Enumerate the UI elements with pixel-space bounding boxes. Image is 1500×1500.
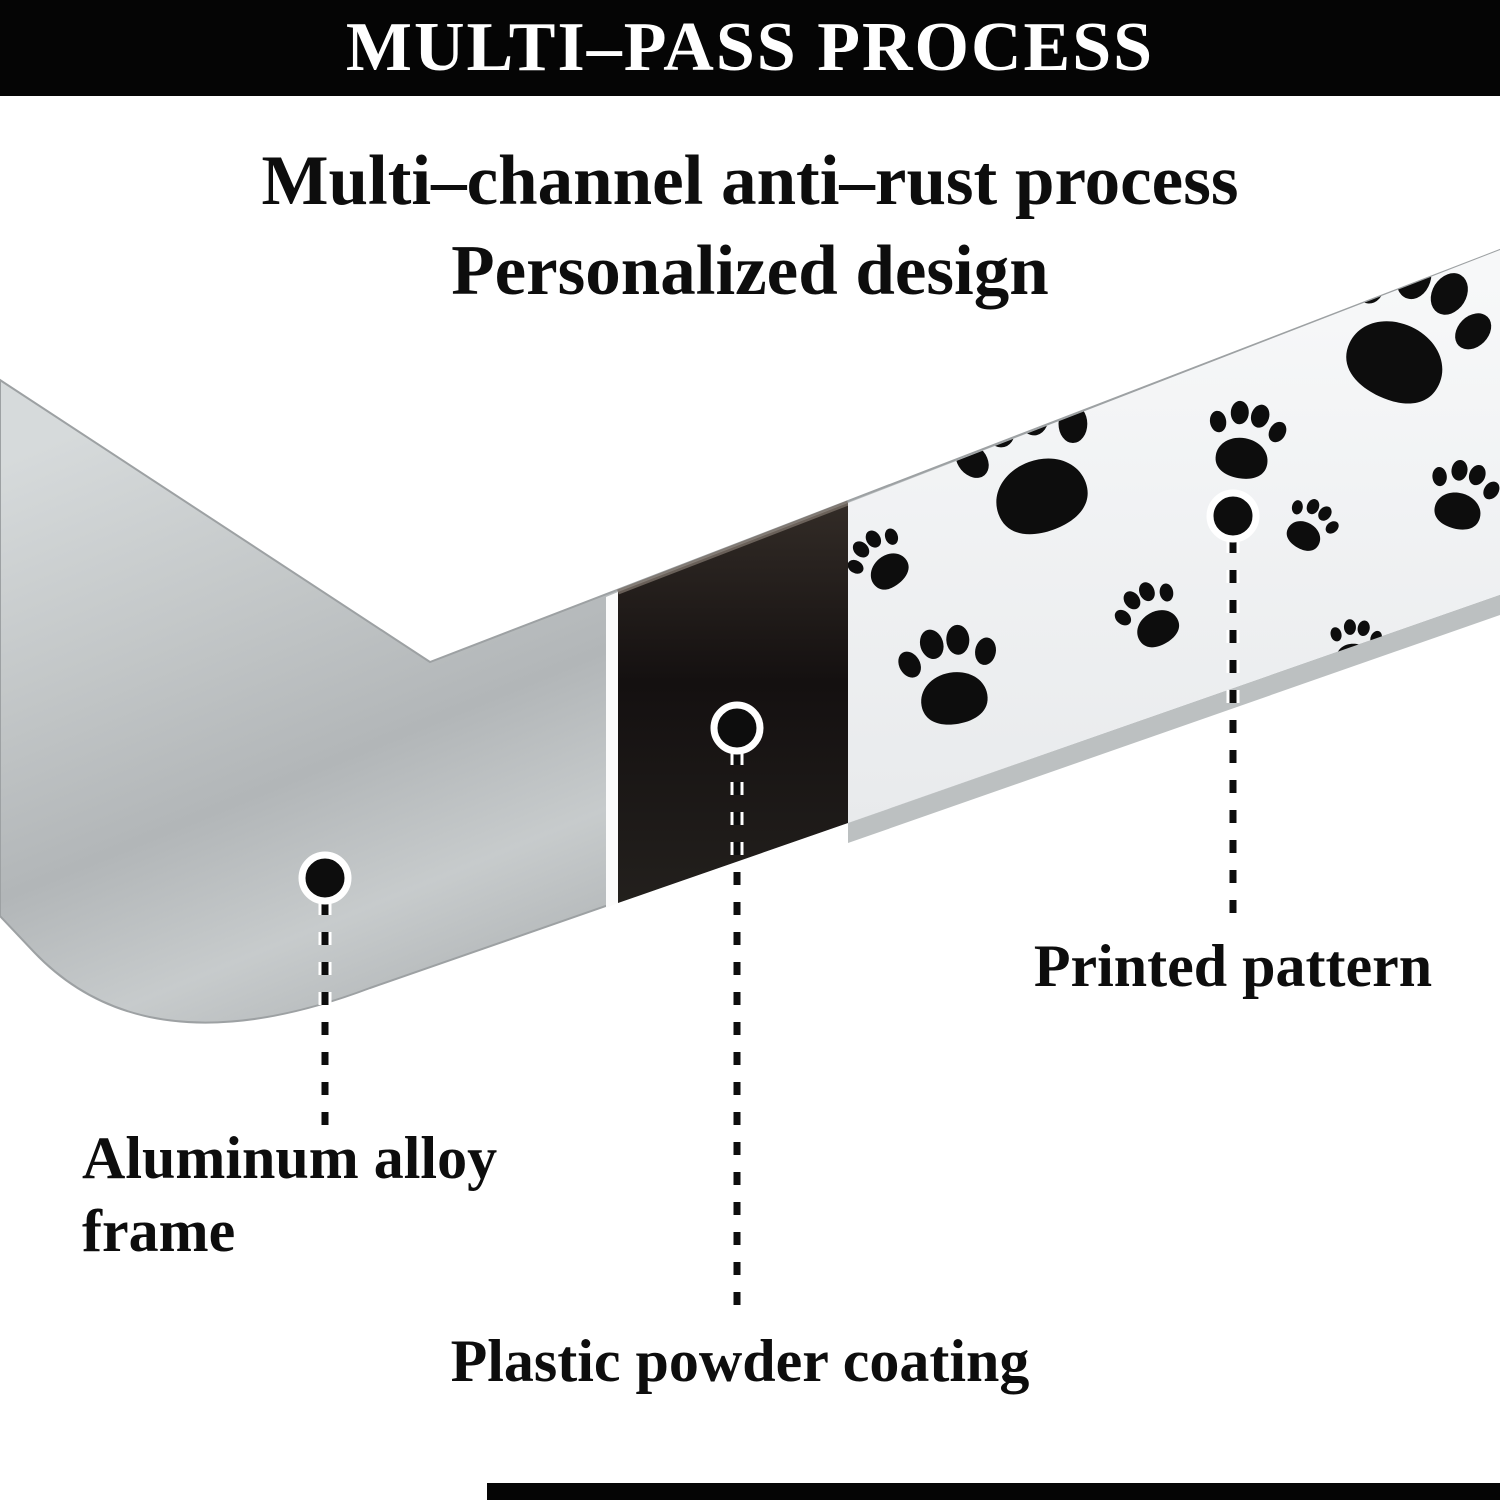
callout-dot-pattern [1206, 489, 1260, 543]
coating-top-bevel [617, 500, 849, 595]
label-plastic-powder-coating: Plastic powder coating [450, 1328, 1030, 1394]
pattern-bottom-bevel [848, 595, 1500, 843]
printed-pattern-layer [848, 250, 1500, 823]
page-heading: Multi–channel anti–rust process Personal… [0, 136, 1500, 316]
label-aluminum-alloy-frame: Aluminum alloy frame [82, 1125, 498, 1265]
label-printed-pattern: Printed pattern [1033, 933, 1433, 999]
callout-dot-aluminum [298, 851, 352, 905]
heading-line-2: Personalized design [451, 232, 1049, 311]
callout-dot-coating [710, 701, 764, 755]
layer-separator [606, 592, 618, 908]
top-banner: MULTI–PASS PROCESS [0, 0, 1500, 96]
banner-title: MULTI–PASS PROCESS [345, 9, 1155, 86]
heading-line-1: Multi–channel anti–rust process [261, 142, 1239, 220]
bottom-section-edge [487, 1483, 1500, 1500]
